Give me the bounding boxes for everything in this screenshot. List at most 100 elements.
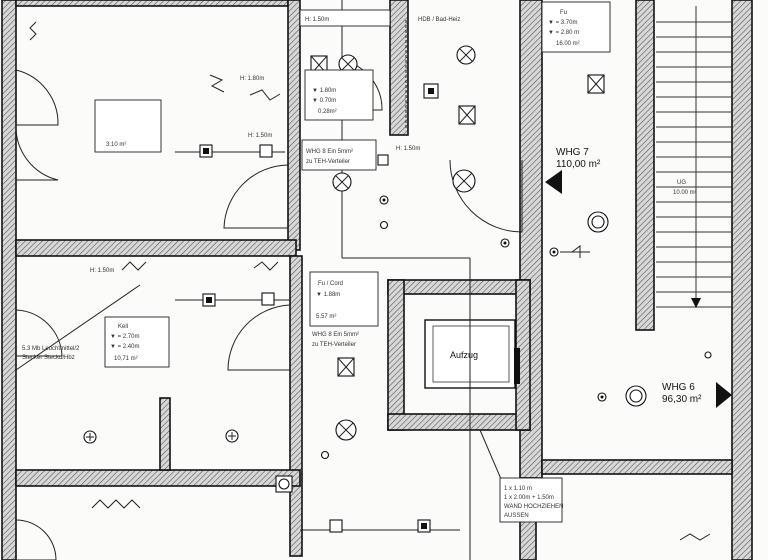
socket-icon <box>329 519 343 533</box>
ceiling-outlet-icon <box>225 429 239 443</box>
wall-lamp-icon <box>29 21 37 41</box>
walls <box>1 0 753 560</box>
door-left-upper <box>15 69 59 126</box>
callout-stair <box>541 1 611 53</box>
top-strip-label-a: H: 1.50m <box>305 17 329 23</box>
ceiling-outlet-icon <box>83 430 97 444</box>
bottom-note-line3: WAND HOCHZIEHEN <box>504 504 563 510</box>
wall-left-outer <box>1 0 17 560</box>
wall-stair-left <box>635 0 655 331</box>
door-bottom-left <box>15 519 57 560</box>
light-fixture-icon <box>332 172 352 192</box>
wall-lamp-icon <box>679 533 711 541</box>
cable-lines <box>15 0 590 560</box>
bottom-note-line2: 1 x 2.00m + 1.50m <box>504 495 554 501</box>
lift-car-inner <box>432 325 510 383</box>
center-note-line1: WHG 8 Ein 5mm² <box>306 149 353 155</box>
whg7-name: WHG 7 <box>556 147 589 158</box>
light-fixture-icon <box>335 419 357 441</box>
wall-lamp-icon <box>253 261 279 271</box>
stair-text-line2: 10.00 m² <box>673 190 697 196</box>
lift-wall-left <box>387 279 405 431</box>
switch-box-icon <box>587 74 605 94</box>
socket-icon <box>261 292 275 306</box>
staircase <box>656 21 732 308</box>
callout-bottom <box>499 477 563 523</box>
stair-callout-line4: 16.00 m² <box>556 41 580 47</box>
wall-lamp-icon <box>249 89 281 101</box>
door-left-upper-2 <box>15 124 59 181</box>
center-note-line2: zu TEH-Verteiler <box>306 159 350 165</box>
door-middle-room <box>227 304 291 371</box>
callout-top-strip <box>299 9 391 27</box>
switch-symbol-icon <box>571 245 581 258</box>
room-ml-note-line1: 5.3 Mb Leuchtmittel/2 <box>22 346 80 352</box>
door-whg7 <box>449 159 523 233</box>
door-middle-left <box>15 309 63 357</box>
room-ml-callout-line4: 10,71 m² <box>114 356 138 362</box>
distribution-icon <box>625 385 647 407</box>
switch-box-icon <box>337 357 355 377</box>
socket-icon <box>423 83 439 99</box>
junction-icon <box>379 220 389 230</box>
lift-shaft: Aufzug <box>387 279 531 431</box>
light-fixture-icon <box>456 45 476 65</box>
switch-box-icon <box>458 105 476 125</box>
fixtures <box>29 20 732 541</box>
wall-lamp-icon <box>91 499 141 509</box>
socket-icon <box>377 154 389 166</box>
center-box-line1: ▼ 1.80m <box>312 88 336 94</box>
socket-icon <box>417 519 431 533</box>
callout-room-ml <box>104 316 170 368</box>
stair-arrow-head <box>691 298 701 308</box>
lift-callout-line3: 5.57 m² <box>316 314 336 320</box>
wall-partition-small <box>159 397 171 471</box>
center-note-small: H: 1.50m <box>396 146 420 152</box>
room-ml-callout-line3: ▼ = 2.40m <box>110 344 139 350</box>
stair-callout-line1: Fu <box>560 10 567 16</box>
room-tl-box-line1: 3.10 m² <box>106 142 126 148</box>
junction-icon <box>597 392 607 402</box>
whg6-area: 96,30 m² <box>662 394 702 405</box>
socket-icon <box>202 293 216 307</box>
wall-center-left-lower <box>289 255 303 557</box>
callout-room-tl <box>94 99 162 153</box>
junction-icon <box>379 195 389 205</box>
lift-note-line1: WHG 8 Ein 5mm² <box>312 332 359 338</box>
stair-callout-line2: ▼ = 3.70m <box>548 20 577 26</box>
wall-lamp-icon <box>209 74 225 93</box>
room-tl-height-label2: H: 1.50m <box>248 133 272 139</box>
distribution-icon <box>587 211 609 233</box>
callout-lift <box>309 271 379 327</box>
top-strip-label-b: HDB / Bad-Heiz <box>418 17 460 23</box>
light-fixture-icon <box>452 169 476 193</box>
lift-callout-line1: Fu / Cord <box>318 281 343 287</box>
socket-icon <box>275 475 293 493</box>
room-ml-note-line2: Stecker Steckd/Hbz <box>22 355 75 361</box>
room-tl-height-label: H: 1.80m <box>240 76 264 82</box>
wall-horizontal-lower-left <box>15 469 301 487</box>
wall-center-left-upper <box>287 0 301 251</box>
junction-icon <box>704 351 712 359</box>
whg6-name: WHG 6 <box>662 382 695 393</box>
junction-icon <box>549 247 559 257</box>
callout-center-note <box>301 139 377 171</box>
arrow-marker-whg7 <box>545 170 562 194</box>
room-ml-callout-line2: ▼ = 2.70m <box>110 334 139 340</box>
junction-icon <box>500 238 510 248</box>
door-top-left-room <box>223 164 289 229</box>
socket-icon <box>259 144 273 158</box>
lift-callout-line2: ▼ 1.88m <box>316 292 340 298</box>
lift-wall-bottom <box>387 413 531 431</box>
wall-bottom-right <box>541 459 733 475</box>
lift-wall-top <box>387 279 531 295</box>
bottom-note-line4: AUSSEN <box>504 513 529 519</box>
stair-callout-line3: ▼ = 2.80 m <box>548 30 579 36</box>
wall-right-outer <box>731 0 753 560</box>
center-box-line2: ▼ 0.70m <box>312 98 336 104</box>
junction-icon <box>320 450 330 460</box>
callout-center-box <box>304 69 374 121</box>
lift-rail <box>514 348 520 384</box>
center-box-line3: 0.28m² <box>318 109 337 115</box>
